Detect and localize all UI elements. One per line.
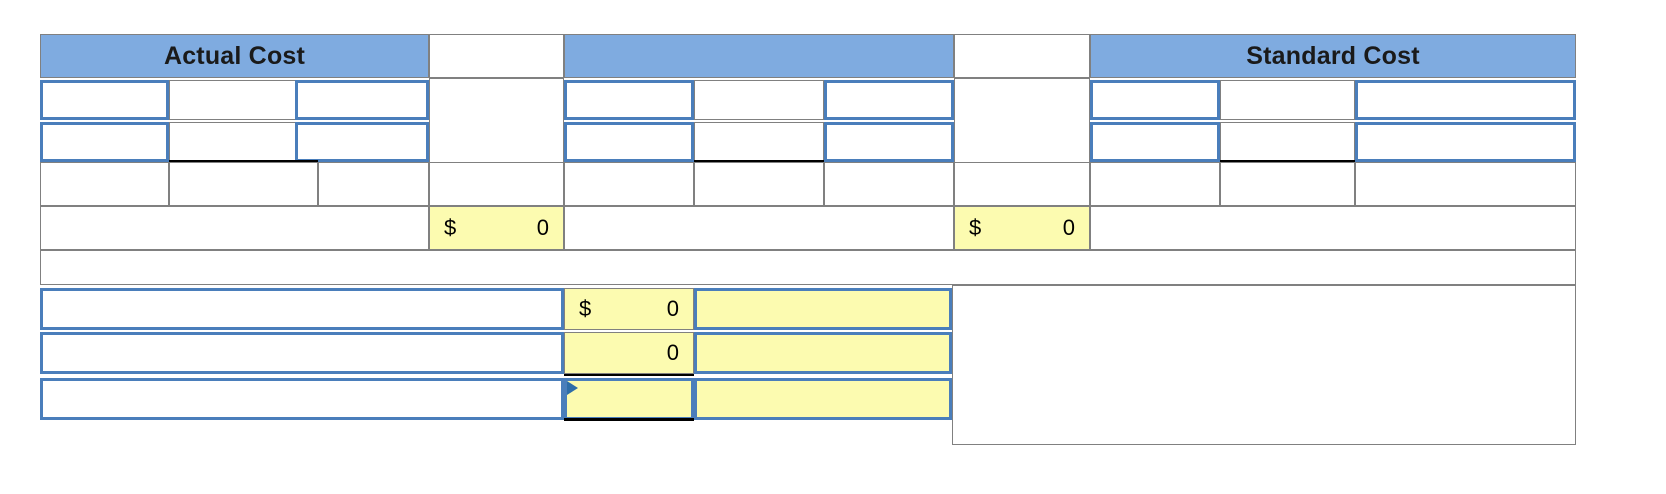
header-standard-cost: Standard Cost <box>1090 34 1576 78</box>
variance-left-label[interactable] <box>40 206 429 250</box>
spacer-standard-c1[interactable] <box>1090 162 1220 206</box>
variance-right-value: 0 <box>1062 215 1075 240</box>
input-standard-r1-c3[interactable] <box>1355 80 1576 120</box>
input-actual-r1-c1[interactable] <box>40 80 169 120</box>
spacer-middle-c2[interactable] <box>694 162 824 206</box>
input-middle-r1-c2[interactable] <box>694 80 824 120</box>
active-cell-rule-actual <box>169 160 318 162</box>
gap-row <box>40 250 1576 285</box>
summary-2-value: 0 <box>666 340 679 365</box>
header-gap-right <box>954 34 1090 78</box>
gap-col-left-r1 <box>429 78 564 170</box>
spacer-middle-c3[interactable] <box>824 162 954 206</box>
spacer-actual-c2[interactable] <box>169 162 318 206</box>
active-cell-rule-standard <box>1220 160 1355 162</box>
gap-col-right-spacer <box>954 162 1090 206</box>
variance-right-currency-symbol: $ <box>969 215 982 240</box>
active-cell-selection-rule <box>564 418 694 421</box>
variance-left-currency-symbol: $ <box>444 215 457 240</box>
spacer-actual-c3[interactable] <box>318 162 429 206</box>
variance-right-total[interactable]: $ 0 <box>954 206 1090 250</box>
header-middle <box>564 34 954 78</box>
spacer-middle-c1[interactable] <box>564 162 694 206</box>
variance-left-total[interactable]: $ 0 <box>429 206 564 250</box>
input-standard-r2-c2[interactable] <box>1220 122 1355 162</box>
input-standard-r1-c2[interactable] <box>1220 80 1355 120</box>
input-middle-r2-c1[interactable] <box>564 122 694 162</box>
summary-label-2[interactable] <box>40 332 564 374</box>
summary-amount-1[interactable]: $ 0 <box>564 288 694 330</box>
gap-col-left-spacer <box>429 162 564 206</box>
variance-left-value: 0 <box>536 215 549 240</box>
input-standard-r1-c1[interactable] <box>1090 80 1220 120</box>
input-middle-r1-c3[interactable] <box>824 80 954 120</box>
input-middle-r2-c2[interactable] <box>694 122 824 162</box>
spacer-standard-c3[interactable] <box>1355 162 1576 206</box>
input-actual-r2-c3[interactable] <box>295 122 429 162</box>
input-standard-r2-c3[interactable] <box>1355 122 1576 162</box>
gap-col-right-r1 <box>954 78 1090 170</box>
spacer-standard-c2[interactable] <box>1220 162 1355 206</box>
variance-middle-label[interactable] <box>564 206 954 250</box>
summary-label-3[interactable] <box>40 378 564 420</box>
summary-amount-3[interactable] <box>564 378 694 420</box>
summary-note-2[interactable] <box>694 332 952 374</box>
input-middle-r2-c3[interactable] <box>824 122 954 162</box>
input-middle-r1-c1[interactable] <box>564 80 694 120</box>
input-actual-r2-c2[interactable] <box>169 122 318 162</box>
header-gap-left <box>429 34 564 78</box>
input-actual-r1-c2[interactable] <box>169 80 318 120</box>
summary-1-value: 0 <box>666 296 679 321</box>
summary-label-1[interactable] <box>40 288 564 330</box>
summary-note-1[interactable] <box>694 288 952 330</box>
input-actual-r1-c3[interactable] <box>295 80 429 120</box>
input-actual-r2-c1[interactable] <box>40 122 169 162</box>
input-standard-r2-c1[interactable] <box>1090 122 1220 162</box>
summary-note-3[interactable] <box>694 378 952 420</box>
summary-1-currency-symbol: $ <box>579 296 592 321</box>
active-cell-rule-middle <box>694 160 824 162</box>
active-cell-rule-summary <box>564 374 694 376</box>
spacer-actual-c1[interactable] <box>40 162 169 206</box>
cell-flag-icon <box>567 381 578 395</box>
summary-amount-2[interactable]: 0 <box>564 332 694 374</box>
header-actual-cost: Actual Cost <box>40 34 429 78</box>
variance-right-filler[interactable] <box>1090 206 1576 250</box>
summary-filler-1 <box>952 285 1576 445</box>
